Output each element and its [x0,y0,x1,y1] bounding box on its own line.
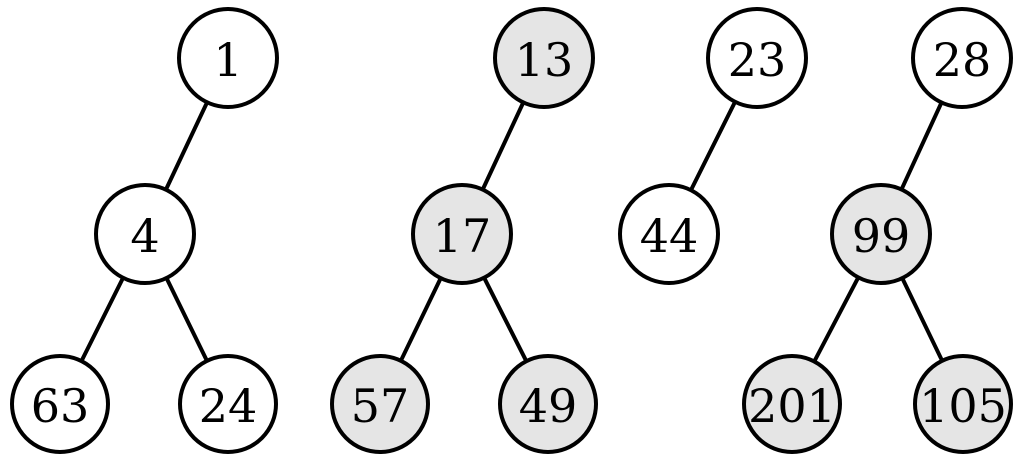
node-circle-13[interactable] [493,7,595,109]
node-label-28: 28 [933,33,992,87]
node-label-17: 17 [433,209,492,263]
tree-edge-t2-n17-to-t2-n57 [397,274,444,365]
node-label-63: 63 [31,379,90,433]
tree-node-4[interactable]: 4 [94,183,196,285]
tree-node-63[interactable]: 63 [10,354,110,454]
node-label-1: 1 [213,33,242,87]
tree-node-1[interactable]: 1 [177,7,279,109]
tree-edge-t1-n1-to-t1-n4 [163,98,210,194]
tree-edge-t3-n23-to-t3-n44 [688,98,738,194]
node-circle-57[interactable] [330,354,430,454]
node-label-4: 4 [130,209,159,263]
node-circle-99[interactable] [830,183,932,285]
tree-node-13[interactable]: 13 [493,7,595,109]
node-circle-63[interactable] [10,354,110,454]
node-label-57: 57 [351,379,410,433]
tree-edge-t1-n4-to-t1-n63 [78,274,126,365]
tree-edge-t4-n99-to-t4-n201 [811,273,862,366]
node-circle-44[interactable] [618,183,720,285]
tree-node-201[interactable]: 201 [742,354,842,454]
node-label-105: 105 [919,379,1007,433]
tree-edge-t4-n28-to-t4-n99 [898,98,945,194]
tree-node-99[interactable]: 99 [830,183,932,285]
tree-node-17[interactable]: 17 [411,183,513,285]
node-circle-49[interactable] [498,354,598,454]
tree-node-28[interactable]: 28 [911,7,1013,109]
tree-node-105[interactable]: 105 [913,354,1013,454]
node-label-201: 201 [748,379,836,433]
node-label-44: 44 [640,209,699,263]
node-circle-28[interactable] [911,7,1013,109]
node-label-23: 23 [728,33,787,87]
tree-node-23[interactable]: 23 [706,7,808,109]
node-label-99: 99 [852,209,911,263]
tree-node-49[interactable]: 49 [498,354,598,454]
node-circle-1[interactable] [177,7,279,109]
edges-layer [78,98,946,366]
node-label-13: 13 [515,33,574,87]
tree-edge-t4-n99-to-t4-n105 [899,274,946,365]
tree-node-44[interactable]: 44 [618,183,720,285]
node-circle-17[interactable] [411,183,513,285]
node-label-49: 49 [519,379,578,433]
nodes-layer: 1 4 63 24 13 17 57 49 23 44 28 99 201 105 [10,7,1013,454]
node-circle-24[interactable] [178,354,278,454]
tree-node-24[interactable]: 24 [178,354,278,454]
node-circle-201[interactable] [742,354,842,454]
tree-node-57[interactable]: 57 [330,354,430,454]
node-circle-105[interactable] [913,354,1013,454]
tree-edge-t1-n4-to-t1-n24 [163,274,210,365]
node-label-24: 24 [199,379,258,433]
tree-edge-t2-n17-to-t2-n49 [481,273,530,365]
tree-edge-t2-n13-to-t2-n17 [479,98,527,194]
node-circle-4[interactable] [94,183,196,285]
node-circle-23[interactable] [706,7,808,109]
